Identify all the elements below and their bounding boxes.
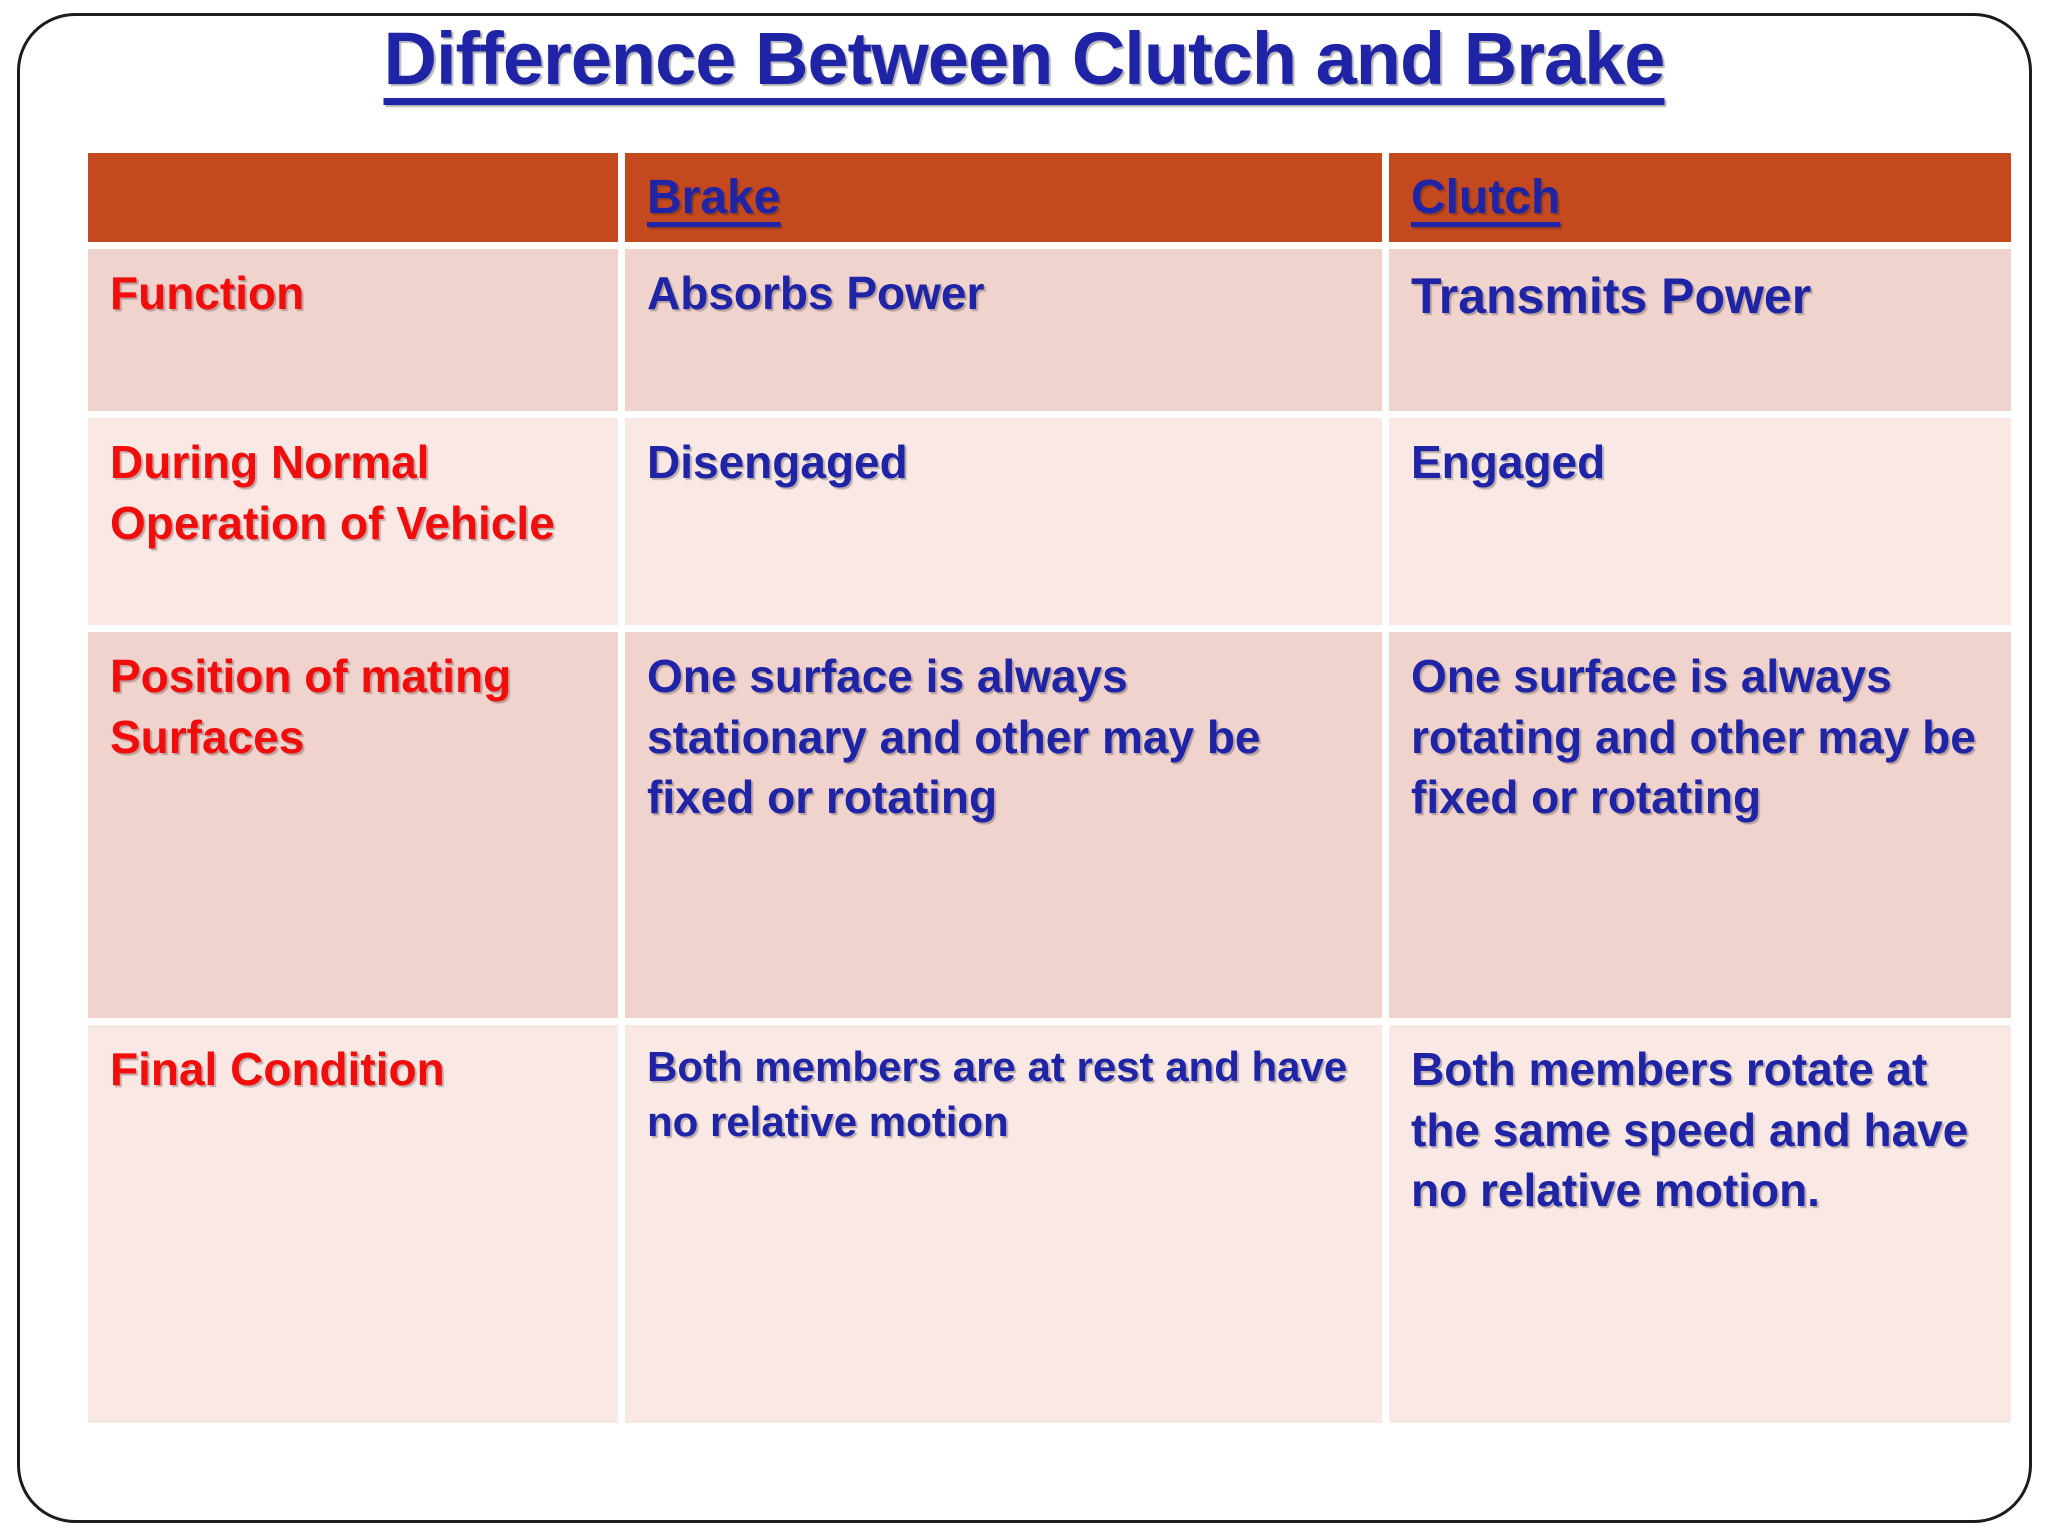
cell-value: One surface is always stationary and oth… — [647, 650, 1261, 824]
header-cell-clutch: Clutch — [1389, 153, 2011, 242]
cell-value: Engaged — [1411, 436, 1606, 488]
row-operation-clutch-cell: Engaged — [1389, 418, 2011, 625]
row-label: Final Condition — [110, 1043, 445, 1095]
header-clutch-label: Clutch — [1411, 171, 1561, 224]
row-final-brake-cell: Both members are at rest and have no rel… — [625, 1025, 1382, 1423]
row-position-brake-cell: One surface is always stationary and oth… — [625, 632, 1382, 1018]
row-final-clutch-cell: Both members rotate at the same speed an… — [1389, 1025, 2011, 1423]
row-function-label-cell: Function — [88, 249, 618, 411]
row-label: Function — [110, 267, 305, 319]
cell-value: Both members rotate at the same speed an… — [1411, 1043, 1969, 1217]
header-cell-empty — [88, 153, 618, 242]
cell-value: Both members are at rest and have no rel… — [647, 1043, 1348, 1146]
header-cell-brake: Brake — [625, 153, 1382, 242]
cell-value: Transmits Power — [1411, 268, 1812, 324]
row-function-brake-cell: Absorbs Power — [625, 249, 1382, 411]
row-label: Position of mating Surfaces — [110, 650, 512, 763]
row-operation-label-cell: During Normal Operation of Vehicle — [88, 418, 618, 625]
header-brake-label: Brake — [647, 171, 781, 224]
row-label: During Normal Operation of Vehicle — [110, 436, 555, 549]
row-position-label-cell: Position of mating Surfaces — [88, 632, 618, 1018]
comparison-table: Brake Clutch Function Absorbs Power Tran… — [88, 153, 2011, 1423]
row-position-clutch-cell: One surface is always rotating and other… — [1389, 632, 2011, 1018]
cell-value: One surface is always rotating and other… — [1411, 650, 1976, 824]
cell-value: Absorbs Power — [647, 267, 985, 319]
slide-title: Difference Between Clutch and Brake — [383, 17, 1666, 100]
row-function-clutch-cell: Transmits Power — [1389, 249, 2011, 411]
cell-value: Disengaged — [647, 436, 908, 488]
row-final-label-cell: Final Condition — [88, 1025, 618, 1423]
row-operation-brake-cell: Disengaged — [625, 418, 1382, 625]
